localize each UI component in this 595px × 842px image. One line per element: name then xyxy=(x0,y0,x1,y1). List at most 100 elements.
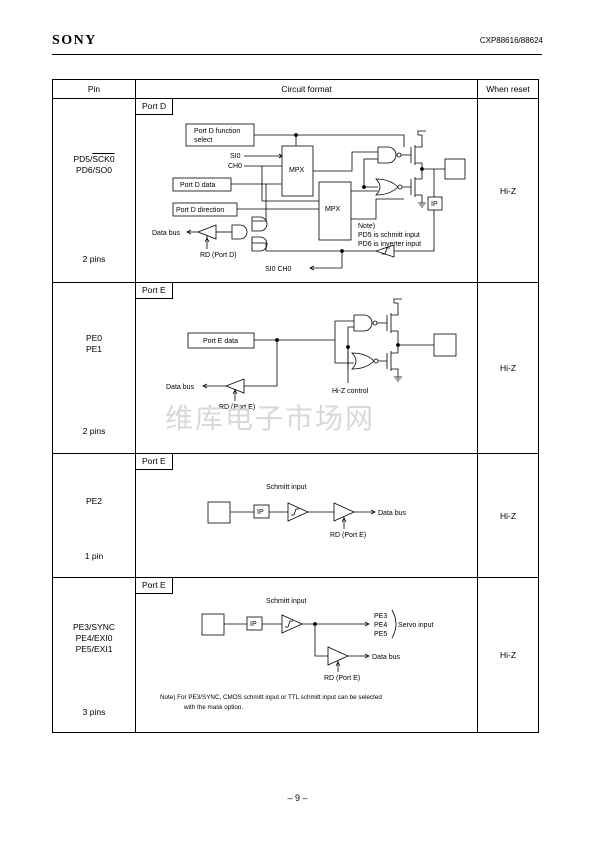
port-data-label: Port E data xyxy=(203,338,238,345)
and-gate xyxy=(231,224,248,240)
ip-label: IP xyxy=(257,509,264,516)
reset-cell: Hi-Z xyxy=(477,98,539,283)
node xyxy=(346,345,350,349)
pe5-label: PE5 xyxy=(374,631,387,638)
table-row: PD5/SCK0 PD6/SO0 2 pins Port D Port D fu… xyxy=(52,98,539,283)
header-pin: Pin xyxy=(52,79,136,99)
function-select-label: select xyxy=(194,137,212,144)
schmitt-buffer xyxy=(281,614,303,634)
arrow xyxy=(370,509,376,515)
rd-label: RD (Port E) xyxy=(330,532,366,539)
nor-gate xyxy=(351,352,375,370)
brace xyxy=(391,609,397,639)
wire xyxy=(313,151,378,172)
mpx-lower xyxy=(318,181,352,241)
servo-input-label: Servo input xyxy=(398,622,433,629)
schmitt-input-label: Schmitt input xyxy=(266,598,307,605)
table-row: PE3/SYNC PE4/EXI0 PE5/EXI1 3 pins Port E… xyxy=(52,577,539,733)
wire xyxy=(363,159,378,188)
nmos-transistor xyxy=(378,351,399,377)
reset-cell: Hi-Z xyxy=(477,577,539,733)
wire xyxy=(296,134,405,147)
and-gate xyxy=(251,236,268,252)
gate-bubble xyxy=(397,184,403,190)
table-row: PE0 PE1 2 pins Port E Port E data xyxy=(52,282,539,454)
and-gate xyxy=(251,216,268,232)
pin-count: 1 pin xyxy=(84,551,104,561)
ch0-label: CH0 xyxy=(228,163,242,170)
mask-option-note: with the mask option. xyxy=(183,704,243,711)
node xyxy=(362,185,366,189)
port-e-schmitt-input-circuit: IP Schmitt input Data bus RD (Port E) xyxy=(207,484,407,539)
pin-count: 2 pins xyxy=(82,426,106,436)
port-tag: Port D xyxy=(136,99,174,115)
mask-option-note: Note) For PE3/SYNC, CMOS schmitt input o… xyxy=(160,694,382,701)
pin-count: 3 pins xyxy=(82,707,106,717)
rd-label: RD (Port E) xyxy=(219,404,255,411)
arrow xyxy=(341,517,347,523)
tri-state-buffer xyxy=(333,502,355,522)
tri-state-buffer xyxy=(327,646,349,666)
mpx-label: MPX xyxy=(289,167,305,174)
circuit-cell: Port E IP Schmitt input PE3 PE4 PE5 Serv… xyxy=(135,577,478,733)
si0-ch0-output-label: SI0 CH0 xyxy=(265,266,292,273)
table-row: PE2 1 pin Port E IP Schmitt input Data b… xyxy=(52,453,539,578)
gate-bubble xyxy=(396,152,402,158)
si0-label: SI0 xyxy=(230,153,241,160)
pin-cell: PD5/SCK0 PD6/SO0 2 pins xyxy=(52,98,136,283)
pin-name: PD5/ xyxy=(73,154,93,164)
schmitt-symbol xyxy=(285,620,293,628)
page-number: – 9 – xyxy=(287,793,308,803)
mpx-label: MPX xyxy=(325,206,341,213)
pin-name-overline: SCK0 xyxy=(92,154,115,164)
pin-name: PE1 xyxy=(85,344,103,354)
header-rule xyxy=(52,54,542,55)
wire xyxy=(244,340,278,387)
wire xyxy=(261,166,319,202)
pin-names: PE3/SYNC PE4/EXI0 PE5/EXI1 xyxy=(53,622,135,655)
data-bus-label: Data bus xyxy=(152,230,181,237)
port-d-circuit-diagram: Port D function select MPX MPX SI0 CH0 P… xyxy=(152,123,466,273)
pin-count: 2 pins xyxy=(82,254,106,264)
hiz-control-label: Hi-Z control xyxy=(332,388,369,395)
data-bus-label: Data bus xyxy=(372,654,401,661)
port-tag: Port E xyxy=(136,283,173,299)
arrow xyxy=(335,661,341,667)
sony-logo: SONY xyxy=(52,33,97,48)
reset-cell: Hi-Z xyxy=(477,453,539,578)
port-data-box xyxy=(187,332,255,349)
gate-bubble xyxy=(372,320,378,326)
arrow xyxy=(202,383,208,389)
wire xyxy=(254,134,297,146)
ip-box xyxy=(246,616,263,631)
pin-names: PD5/SCK0 PD6/SO0 xyxy=(53,154,135,176)
pin-name: PE0 xyxy=(85,333,103,343)
pmos-transistor xyxy=(401,135,423,175)
rd-label: RD (Port E) xyxy=(324,675,360,682)
nand-gate xyxy=(353,314,373,332)
header-circuit-format: Circuit format xyxy=(135,79,478,99)
arrow xyxy=(204,237,210,243)
pin-cell: PE3/SYNC PE4/EXI0 PE5/EXI1 3 pins xyxy=(52,577,136,733)
pin-pad xyxy=(444,158,466,180)
nand-gate xyxy=(377,146,397,164)
port-e-servo-input-circuit: IP Schmitt input PE3 PE4 PE5 Servo input… xyxy=(160,598,433,711)
pin-pad xyxy=(201,613,225,636)
schmitt-buffer xyxy=(287,502,309,522)
pin-name: PE5/EXI1 xyxy=(75,644,113,654)
pin-circuit-table: Pin Circuit format When reset PD5/SCK0 P… xyxy=(52,79,539,733)
pin-names: PE0 PE1 xyxy=(53,333,135,355)
pin-name: PE4/EXI0 xyxy=(75,633,113,643)
reset-cell: Hi-Z xyxy=(477,282,539,454)
pin-pad xyxy=(207,501,231,524)
pin-cell: PE2 1 pin xyxy=(52,453,136,578)
note-label: PD5 is schmitt input xyxy=(358,232,420,239)
pin-names: PE2 xyxy=(53,496,135,507)
pin-cell: PE0 PE1 2 pins xyxy=(52,282,136,454)
wire xyxy=(252,184,267,222)
port-e-output-circuit: Port E data Hi-Z control xyxy=(166,298,457,411)
function-select-label: Port D function xyxy=(194,128,240,135)
circuit-cell: Port E Port E data Hi-Z control xyxy=(135,282,478,454)
ip-box xyxy=(253,504,270,519)
ip-box xyxy=(427,196,443,211)
